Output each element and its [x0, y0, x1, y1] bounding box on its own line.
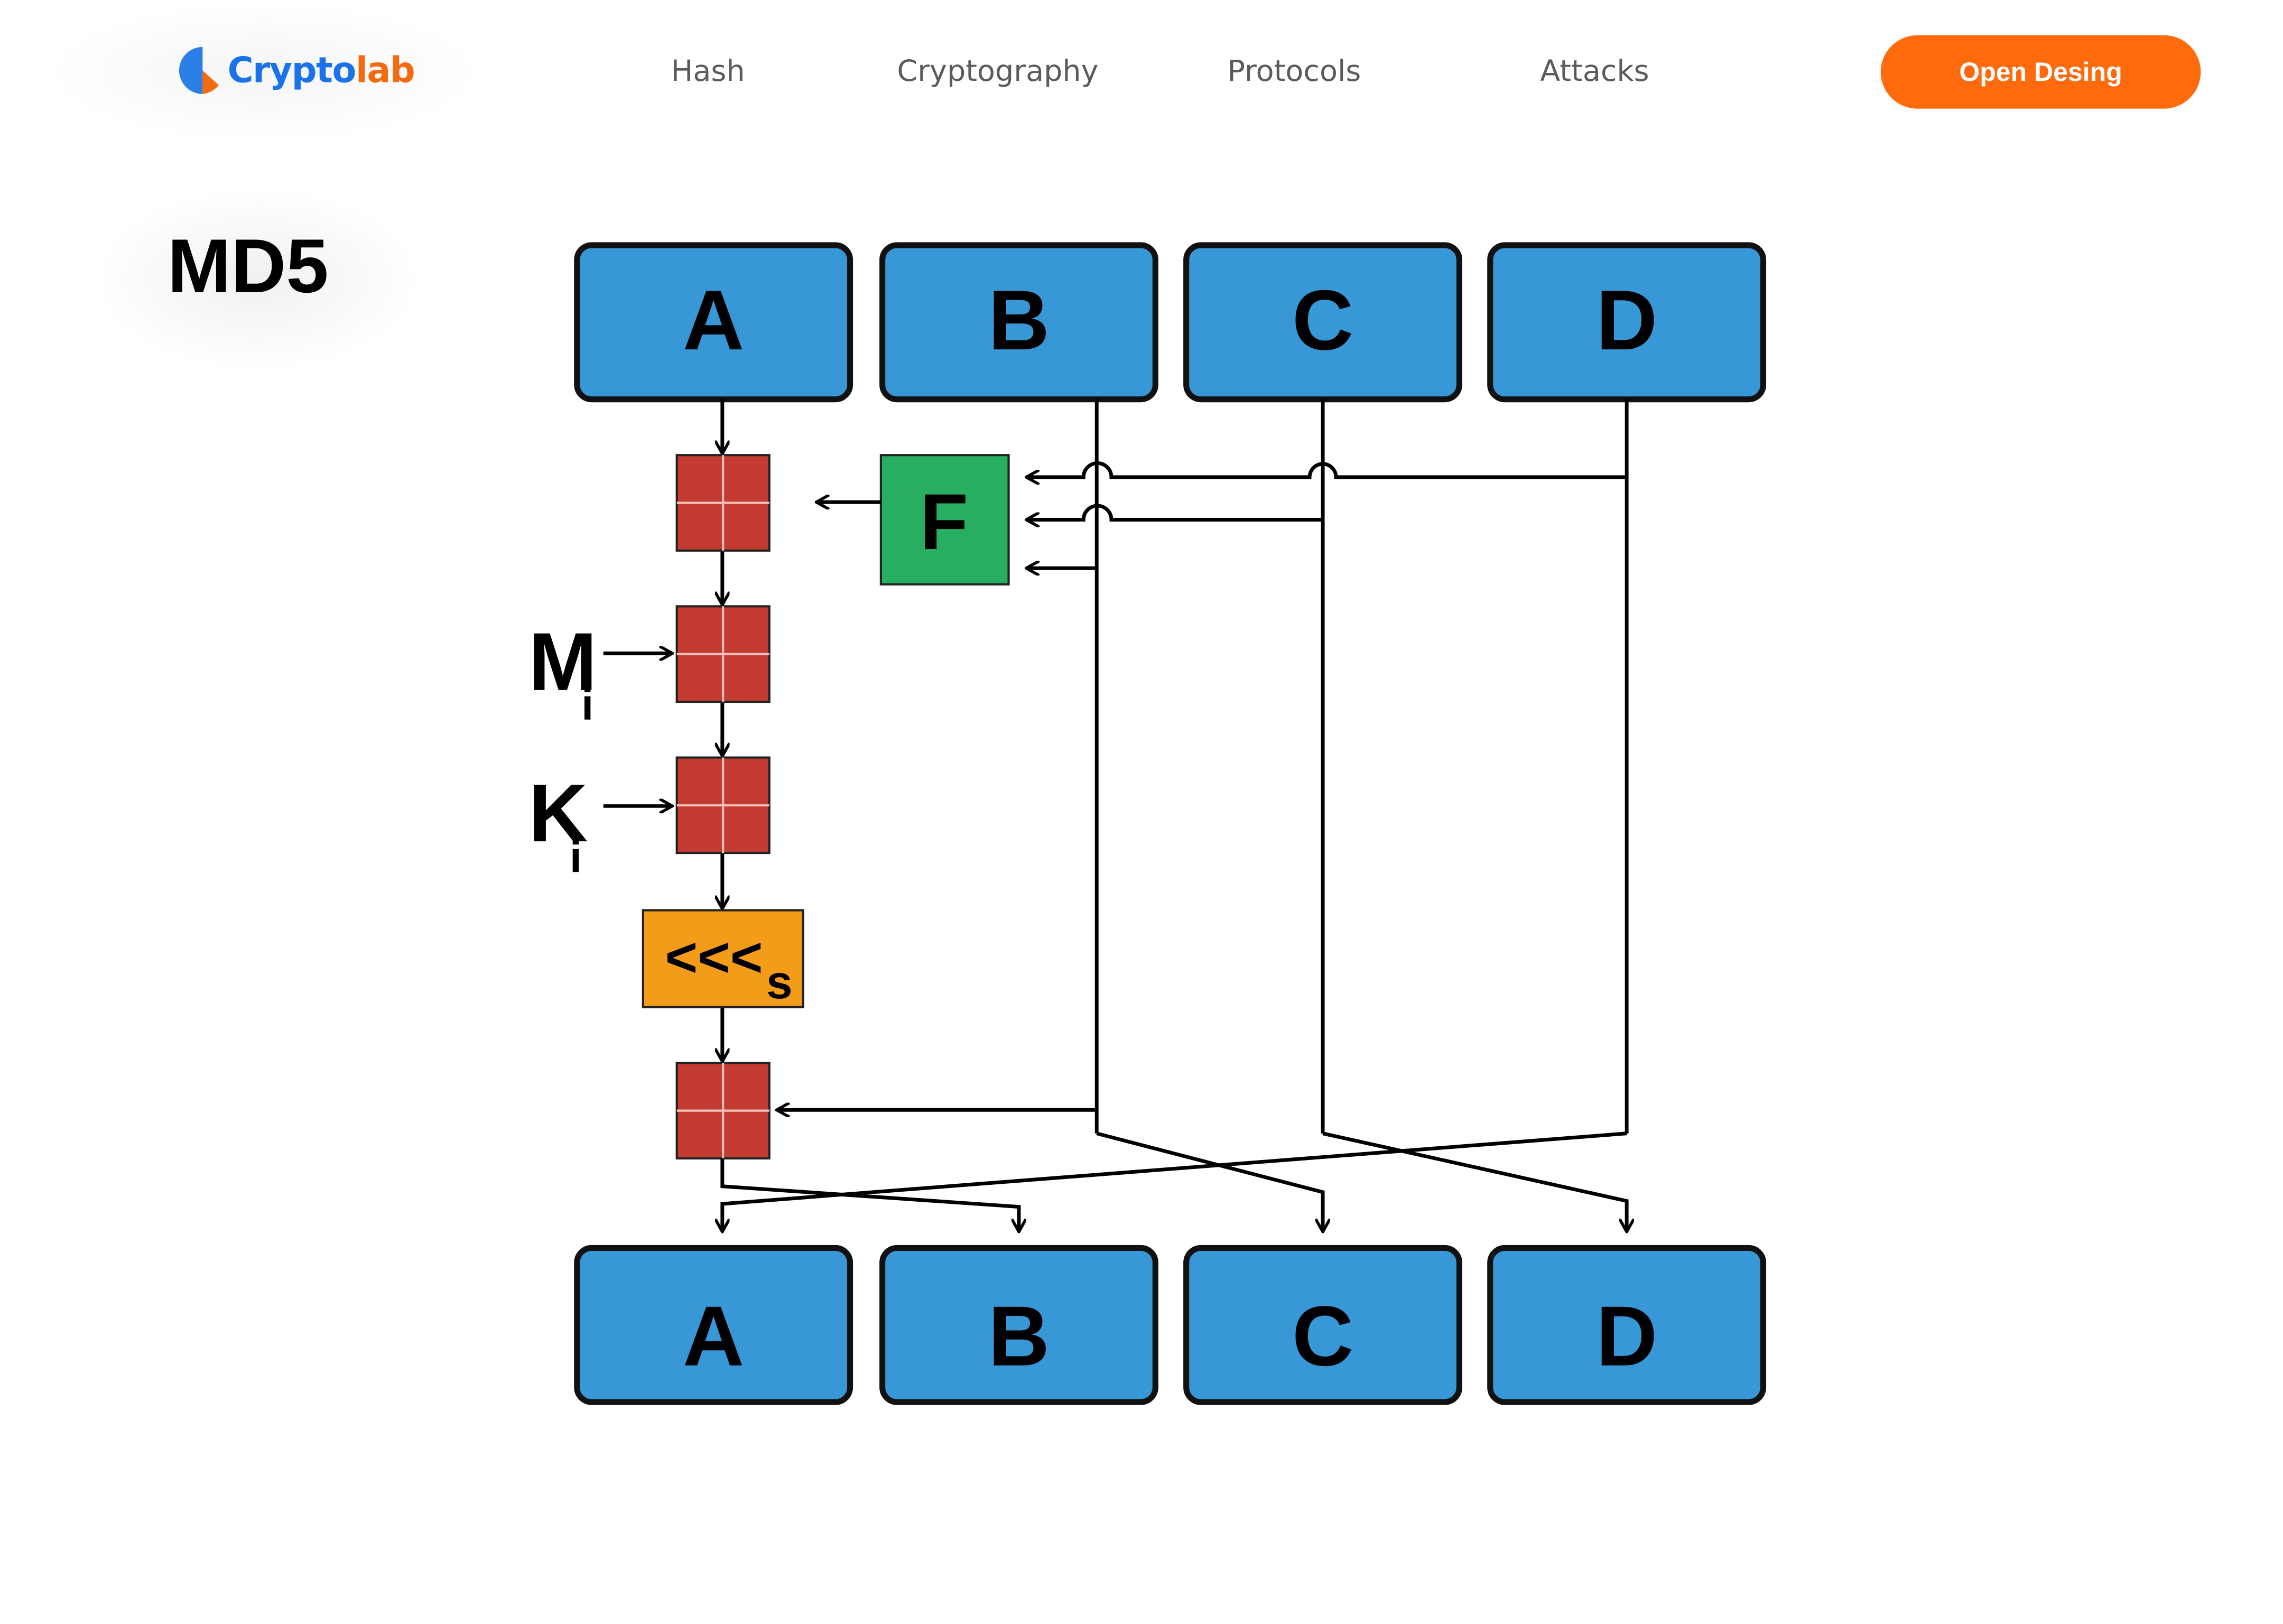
register-top-d-label: D [1596, 273, 1657, 368]
register-bottom-b-label: B [988, 1289, 1050, 1384]
logo-text-part2: lab [355, 50, 415, 91]
register-bottom-d-label: D [1596, 1289, 1657, 1384]
rotate-box: <<< s [642, 909, 804, 1008]
bcd-wiring [722, 399, 1627, 1230]
register-top-a-label: A [683, 273, 744, 368]
constant-label: K [528, 767, 588, 859]
register-top-a: A [574, 242, 853, 403]
brand-logo[interactable]: Cryptolab [168, 41, 415, 100]
register-bottom-a-label: A [683, 1289, 744, 1384]
register-top-b-label: B [988, 273, 1050, 368]
rotate-label: <<< [665, 926, 763, 988]
adder-4 [675, 1062, 771, 1160]
rotate-subscript: s [766, 956, 792, 1008]
nav-link-cryptography[interactable]: Cryptography [897, 53, 1099, 88]
message-subscript: i [581, 680, 593, 729]
constant-subscript: i [570, 832, 582, 881]
logo-text-part1: Crypto [227, 50, 357, 91]
open-design-button[interactable]: Open Desing [1880, 35, 2201, 109]
register-top-c: C [1183, 242, 1462, 403]
register-top-b: B [879, 242, 1158, 403]
function-f-box: F [879, 454, 1010, 586]
message-input: M i [528, 616, 671, 729]
adder-2 [675, 605, 771, 703]
nav-link-protocols[interactable]: Protocols [1227, 53, 1361, 88]
register-bottom-b: B [879, 1245, 1158, 1405]
register-bottom-d: D [1487, 1245, 1767, 1405]
logo-text: Cryptolab [228, 50, 415, 91]
nav-link-hash[interactable]: Hash [671, 53, 745, 88]
function-f-label: F [920, 477, 968, 566]
logo-icon [179, 47, 219, 94]
register-bottom-c: C [1183, 1245, 1462, 1405]
register-bottom-a: A [574, 1245, 853, 1405]
adder-3 [675, 756, 771, 855]
logo-shadow [44, 0, 485, 144]
page-title: MD5 [167, 225, 329, 310]
adder-1 [675, 454, 771, 552]
register-top-c-label: C [1292, 273, 1353, 368]
message-label: M [528, 616, 597, 708]
title-glow [88, 183, 426, 375]
register-bottom-c-label: C [1292, 1289, 1353, 1384]
nav-link-attacks[interactable]: Attacks [1540, 53, 1649, 88]
constant-input: K i [528, 767, 671, 881]
register-top-d: D [1487, 242, 1767, 403]
